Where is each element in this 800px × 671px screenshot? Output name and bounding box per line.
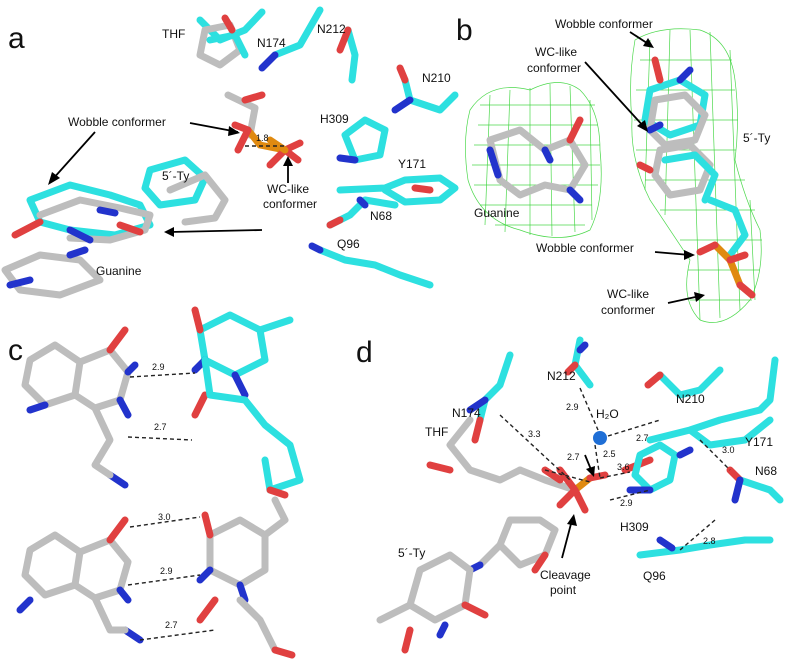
panel-b-label-wclike-2: conformer [527,61,581,75]
panel-d-label-cleavage-1: Cleavage [540,568,591,582]
panel-b: b Wobble conformer WC-like confo [456,14,770,323]
panel-d: d [356,336,784,654]
water-molecule [593,431,607,445]
panel-d-dist-7: 3.0 [722,445,735,455]
panel-a-label-wclike-1: WC-like [267,182,309,196]
panel-d-dist-3: 2.7 [567,452,580,462]
panel-d-arrows [561,454,595,559]
panel-a-ty [1,156,229,299]
panel-c-bottom-dist-1: 3.0 [158,512,171,522]
panel-d-dist-6: 3.6 [617,462,630,472]
panel-a-label-y171: Y171 [398,157,426,171]
panel-b-letter: b [456,14,473,47]
panel-d-dist-9: 2.8 [703,536,716,546]
panel-a-label-n212: N212 [317,22,346,36]
panel-d-label-n68: N68 [755,464,777,478]
panel-d-dist-1: 2.9 [566,402,579,412]
panel-b-label-wclike-b1: WC-like [607,287,649,301]
panel-c-top-dist-2: 2.7 [154,422,167,432]
panel-d-dist-5: 2.7 [636,433,649,443]
panel-d-dist-4: 2.5 [603,449,616,459]
panel-d-label-n210: N210 [676,392,705,406]
panel-a: a [1,6,459,299]
panel-a-label-ty: 5´-Ty [162,169,189,183]
panel-c-bottom-pair [16,496,296,659]
panel-a-label-n174: N174 [257,36,286,50]
panel-a-letter: a [8,22,25,55]
panel-d-label-h309: H309 [620,520,649,534]
panel-b-arrows [584,31,705,304]
panel-d-label-water: H₂O [596,407,619,421]
panel-d-hbonds [499,387,731,551]
panel-a-phosphates: 1.8 [231,121,304,169]
panel-c-top-dist-1: 2.9 [152,362,165,372]
panel-c: c 2.9 2.7 [8,306,304,659]
panel-a-label-n68: N68 [370,209,392,223]
panel-b-molecules [486,56,756,299]
panel-a-thf [196,14,266,139]
panel-a-arrows [48,122,293,237]
panel-c-letter: c [8,334,23,367]
panel-c-bottom-dist-3: 2.7 [165,620,178,630]
panel-d-dist-8: 2.9 [620,498,633,508]
panel-d-label-n212: N212 [547,369,576,383]
panel-a-label-thf: THF [162,27,185,41]
panel-a-label-q96: Q96 [337,237,360,251]
panel-b-label-wclike-1: WC-like [535,45,577,59]
panel-a-label-guanine: Guanine [96,264,142,278]
panel-a-label-n210: N210 [422,71,451,85]
panel-a-sidechains [196,6,459,289]
panel-d-label-q96: Q96 [643,569,666,583]
panel-b-label-wclike-b2: conformer [601,303,655,317]
panel-c-bottom-dist-2: 2.9 [160,566,173,576]
panel-a-label-h309: H309 [320,112,349,126]
panel-d-label-n174: N174 [452,406,481,420]
panel-a-label-wclike-2: conformer [263,197,317,211]
panel-a-distance: 1.8 [256,133,269,143]
panel-d-label-cleavage-2: point [550,583,577,597]
panel-c-top-pair [21,306,304,499]
panel-b-label-guanine: Guanine [474,206,520,220]
panel-d-dist-2: 3.3 [528,429,541,439]
panel-d-label-y171: Y171 [745,435,773,449]
panel-a-label-wobble: Wobble conformer [68,115,166,129]
panel-d-label-ty: 5´-Ty [398,546,425,560]
panel-b-label-wobble-bottom: Wobble conformer [536,241,634,255]
panel-b-label-wobble-top: Wobble conformer [555,17,653,31]
panel-b-label-ty: 5´-Ty [743,131,770,145]
panel-d-molecules [376,336,784,654]
panel-d-label-thf: THF [425,425,448,439]
panel-d-letter: d [356,336,373,369]
